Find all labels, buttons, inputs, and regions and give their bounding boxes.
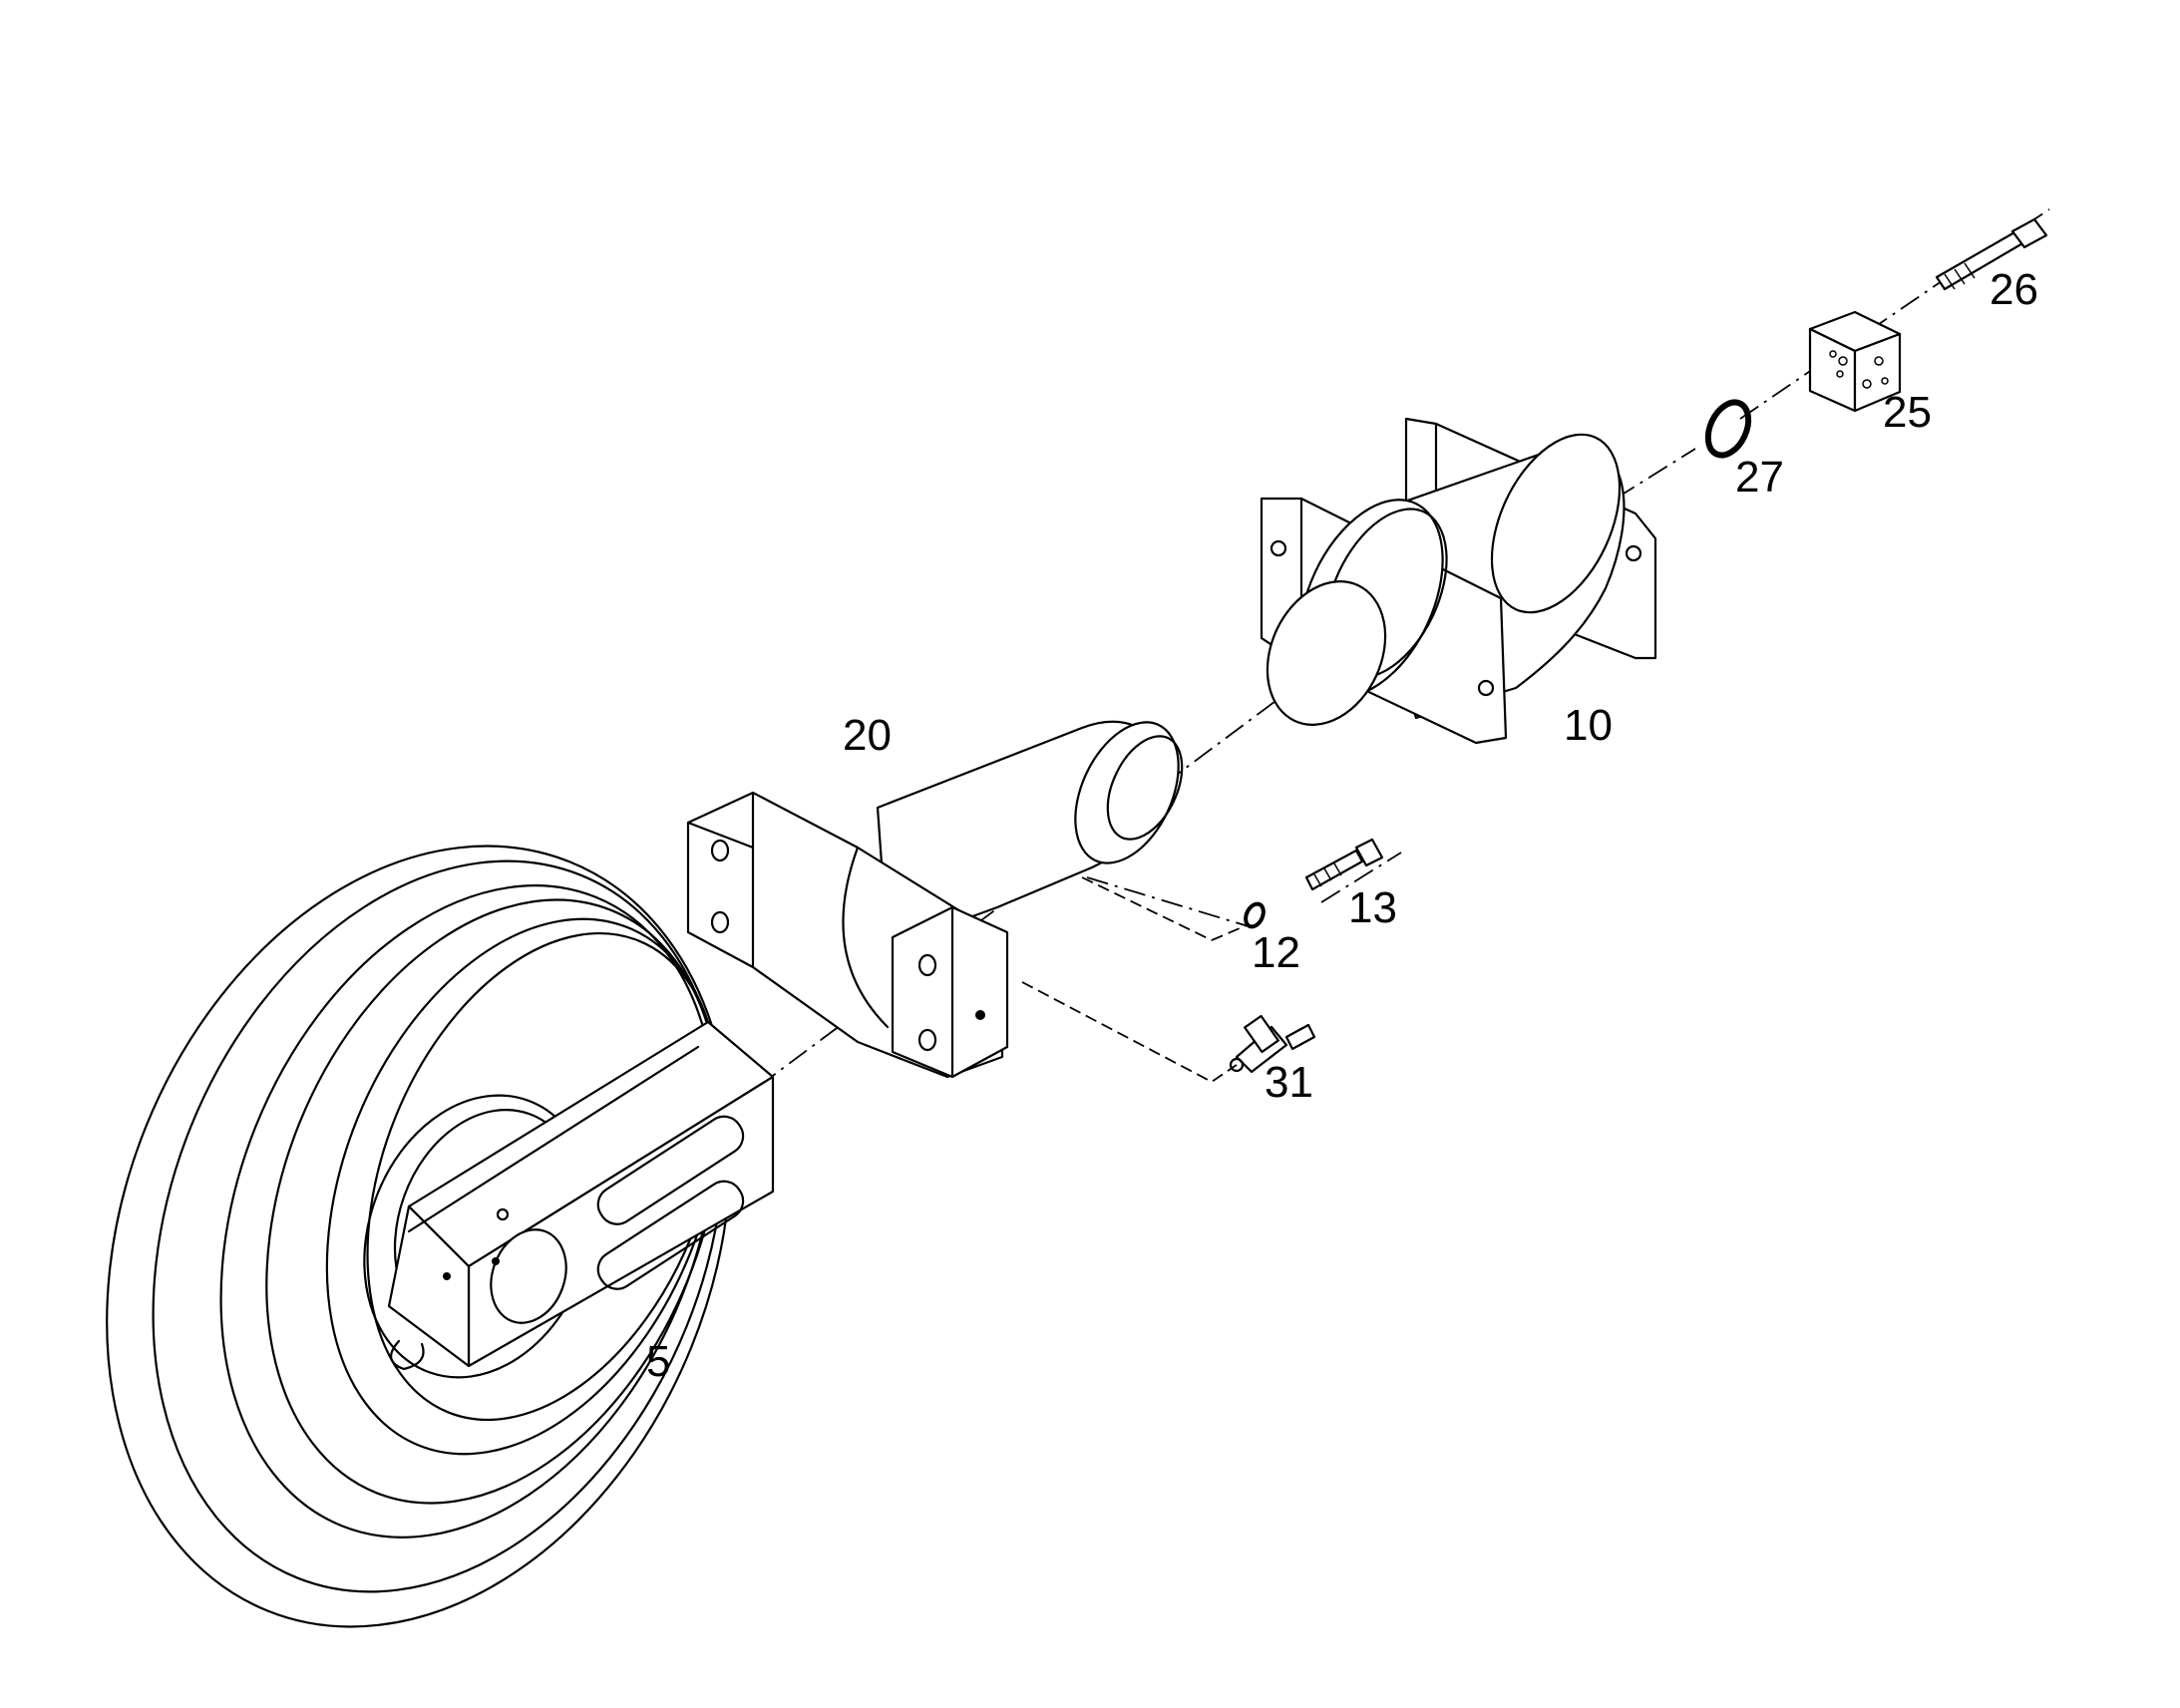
- part-25-block: [1808, 310, 1902, 413]
- part-12-washer: [1244, 901, 1266, 929]
- label-part-20: 20: [843, 711, 892, 760]
- label-part-27: 27: [1735, 453, 1784, 502]
- label-part-10: 10: [1564, 701, 1613, 750]
- label-part-13: 13: [1348, 883, 1397, 932]
- part-13-bolt: [1304, 838, 1384, 891]
- part-labels: 26 25 27 10 20 13 12 31 5: [646, 265, 2038, 1386]
- label-part-31: 31: [1265, 1058, 1313, 1107]
- label-part-12: 12: [1252, 928, 1300, 977]
- part-5-idler-wheel: [106, 845, 775, 1628]
- leader-lines: [1021, 876, 1248, 1084]
- part-26-bolt: [1935, 217, 2048, 291]
- part-27-o-ring: [1704, 399, 1752, 459]
- label-part-25: 25: [1883, 388, 1932, 437]
- part-10-bearing-housing: [1260, 417, 1657, 745]
- part-31-grease-fitting: [1229, 1014, 1316, 1074]
- part-20-shaft: [686, 720, 1184, 1079]
- label-part-5: 5: [646, 1337, 670, 1386]
- label-part-26: 26: [1990, 265, 2038, 314]
